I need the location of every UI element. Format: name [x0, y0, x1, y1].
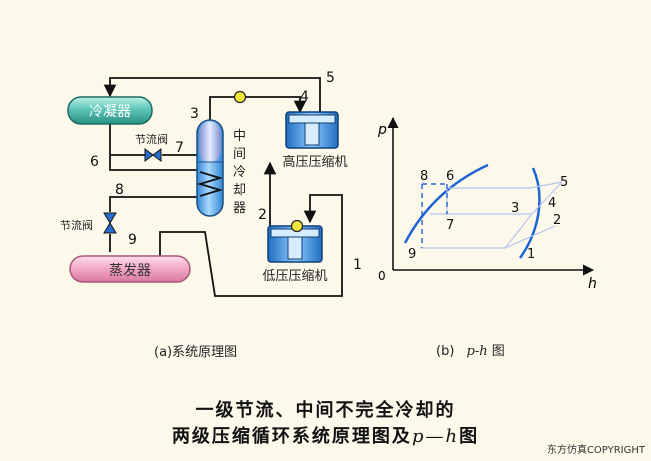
saturation-liquid-line [403, 163, 489, 244]
intercooler-coil [196, 171, 224, 197]
lp-compressor-label: 低压压缩机 [262, 268, 327, 284]
evaporator: 蒸发器 [69, 255, 191, 283]
svg-text:9: 9 [408, 247, 416, 262]
title-line-1: 一级节流、中间不完全冷却的 [195, 400, 456, 421]
svg-text:6: 6 [90, 154, 99, 170]
copyright-text: 东方仿真COPYRIGHT [546, 445, 645, 456]
svg-text:却: 却 [233, 183, 246, 198]
pipe-8 [109, 196, 198, 212]
svg-text:5: 5 [560, 175, 568, 190]
ph-point-labels: 1 2 3 4 5 6 7 8 9 [408, 169, 568, 262]
svg-text:器: 器 [233, 201, 246, 216]
svg-text:3: 3 [511, 201, 519, 216]
throttle-top-label: 节流阀 [135, 132, 168, 146]
svg-text:3: 3 [190, 106, 199, 122]
hp-compressor-label: 高压压缩机 [282, 154, 347, 170]
svg-text:2: 2 [258, 207, 267, 223]
svg-text:1: 1 [527, 247, 535, 262]
svg-text:9: 9 [128, 232, 137, 248]
pipe-5 [103, 77, 321, 112]
saturation-vapor-line [518, 167, 541, 259]
svg-text:4: 4 [548, 196, 556, 211]
svg-text:冷: 冷 [233, 165, 246, 180]
svg-text:8: 8 [115, 182, 124, 198]
mixing-point-dot [233, 90, 247, 104]
lp-compressor [267, 225, 323, 263]
p-axis-label: p [377, 122, 387, 138]
condenser: 冷凝器 [67, 96, 153, 125]
ph-cycle-lines [420, 181, 563, 249]
svg-text:8: 8 [420, 169, 428, 184]
svg-text:1: 1 [353, 257, 362, 273]
hp-compressor [285, 111, 339, 149]
intercooler-label: 中 间 冷 却 器 [233, 129, 246, 216]
svg-text:7: 7 [175, 140, 184, 156]
condenser-label: 冷凝器 [89, 104, 131, 120]
throttle-valve-bottom [103, 212, 117, 234]
system-state-labels: 1 2 3 4 5 6 7 8 9 [90, 70, 362, 273]
ph-diagram: p h 0 1 2 3 4 5 6 7 8 9 [377, 116, 597, 292]
svg-text:7: 7 [446, 218, 454, 233]
pipes [103, 77, 343, 297]
evaporator-label: 蒸发器 [109, 263, 151, 279]
lp-inlet-dot [290, 219, 304, 233]
pipe-1 [159, 194, 343, 297]
pipe-3 [209, 96, 307, 120]
intercooler [196, 119, 224, 217]
h-axis-label: h [588, 276, 597, 292]
caption-a: (a)系统原理图 [154, 345, 238, 360]
svg-text:4: 4 [300, 89, 309, 105]
svg-text:间: 间 [233, 147, 246, 162]
origin-label: 0 [378, 269, 386, 283]
svg-text:2: 2 [553, 213, 561, 228]
svg-text:中: 中 [233, 129, 246, 144]
caption-b: (b) p-h 图 [436, 344, 505, 359]
throttle-valve-top [144, 148, 162, 162]
title-line-2: 两级压缩循环系统原理图及p—h图 [171, 426, 480, 447]
svg-text:6: 6 [446, 169, 454, 184]
pipe-6-coil [109, 155, 198, 171]
svg-text:5: 5 [326, 70, 335, 86]
throttle-bottom-label: 节流阀 [60, 218, 93, 232]
